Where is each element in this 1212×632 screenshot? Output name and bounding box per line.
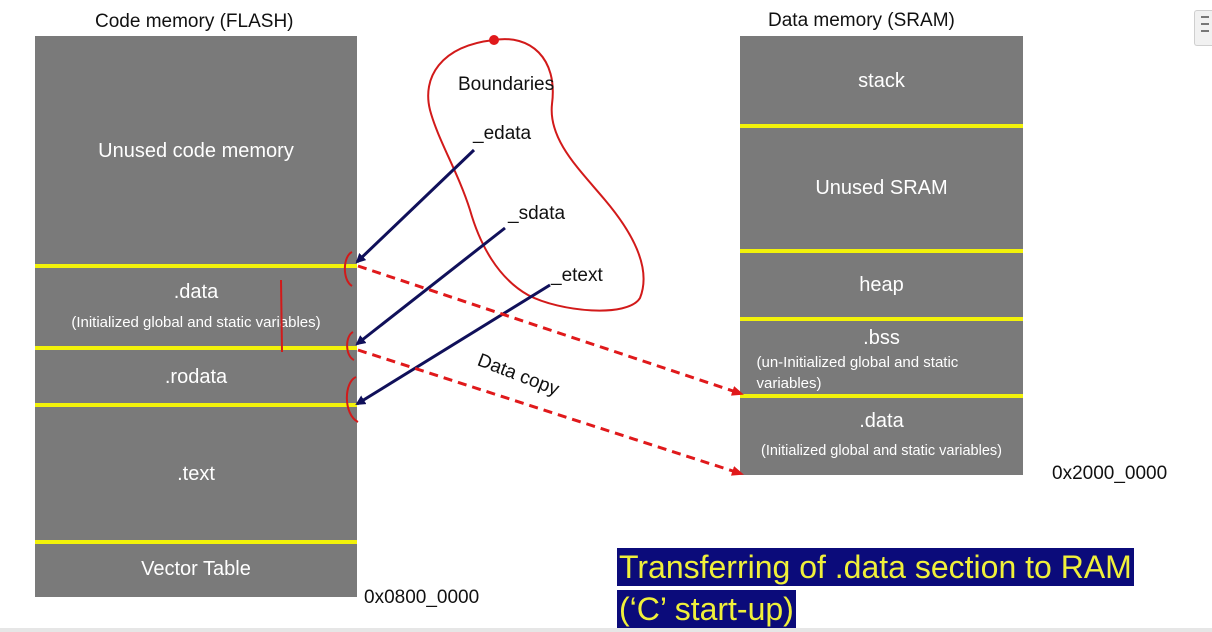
sdata-label: _sdata <box>508 203 566 224</box>
sram-bss-block: .bss (un-Initialized global and static v… <box>740 320 1023 396</box>
flash-separator <box>35 403 357 407</box>
data-copy-arrow-top <box>357 264 744 396</box>
sram-bss-label: .bss <box>863 326 900 349</box>
sram-separator <box>740 394 1023 398</box>
flash-unused-label: Unused code memory <box>98 139 294 162</box>
flash-rodata-block: .rodata <box>35 348 357 406</box>
sram-bss-desc: (un-Initialized global and static variab… <box>756 353 959 392</box>
flash-rodata-label: .rodata <box>164 365 228 388</box>
flash-separator <box>35 540 357 544</box>
banner-line-1: Transferring of .data section to RAM <box>617 548 1134 586</box>
boundaries-marker-dot <box>489 35 499 45</box>
flash-vector-block: Vector Table <box>35 542 357 597</box>
flash-unused-block: Unused code memory <box>35 36 357 266</box>
sram-separator <box>740 249 1023 253</box>
sram-data-label: .data <box>859 409 904 432</box>
edata-label: _edata <box>473 123 532 144</box>
edata-bracket-mark <box>343 251 353 287</box>
flash-vector-label: Vector Table <box>141 558 251 580</box>
sram-data-block: .data (Initialized global and static var… <box>740 396 1023 475</box>
flash-data-desc: (Initialized global and static variables… <box>71 314 321 331</box>
sram-separator <box>740 124 1023 128</box>
etext-bracket-mark <box>345 376 359 423</box>
sram-unused-block: Unused SRAM <box>740 126 1023 251</box>
sram-unused-label: Unused SRAM <box>815 177 948 199</box>
sram-heap-block: heap <box>740 251 1023 320</box>
flash-text-label: .text <box>177 462 215 485</box>
data-copy-arrow-bottom <box>357 348 744 476</box>
flash-text-block: .text <box>35 406 357 542</box>
sram-title: Data memory (SRAM) <box>768 10 955 31</box>
edata-pointer-arrow <box>355 148 476 264</box>
sdata-pointer-arrow <box>355 226 506 346</box>
sram-heap-label: heap <box>859 274 904 296</box>
etext-label: _etext <box>551 265 603 286</box>
flash-title: Code memory (FLASH) <box>95 11 294 32</box>
panel-handle-icon[interactable] <box>1194 10 1212 46</box>
flash-separator <box>35 346 357 350</box>
etext-pointer-arrow <box>355 283 551 406</box>
banner-line-2: (‘C’ start-up) <box>617 590 796 628</box>
flash-data-label: .data <box>173 281 219 303</box>
flash-data-block: .data (Initialized global and static var… <box>35 266 357 348</box>
sram-data-desc: (Initialized global and static variables… <box>761 442 1002 459</box>
flash-base-address: 0x0800_0000 <box>364 587 480 608</box>
boundaries-outline <box>427 38 645 312</box>
bottom-strip <box>0 628 1212 632</box>
sram-separator <box>740 317 1023 321</box>
sram-stack-block: stack <box>740 36 1023 126</box>
sram-stack-label: stack <box>858 69 905 92</box>
sdata-bracket-mark <box>346 331 355 361</box>
pen-mark <box>280 279 283 353</box>
boundaries-title: Boundaries <box>458 74 555 95</box>
sram-base-address: 0x2000_0000 <box>1052 463 1168 484</box>
flash-separator <box>35 264 357 268</box>
